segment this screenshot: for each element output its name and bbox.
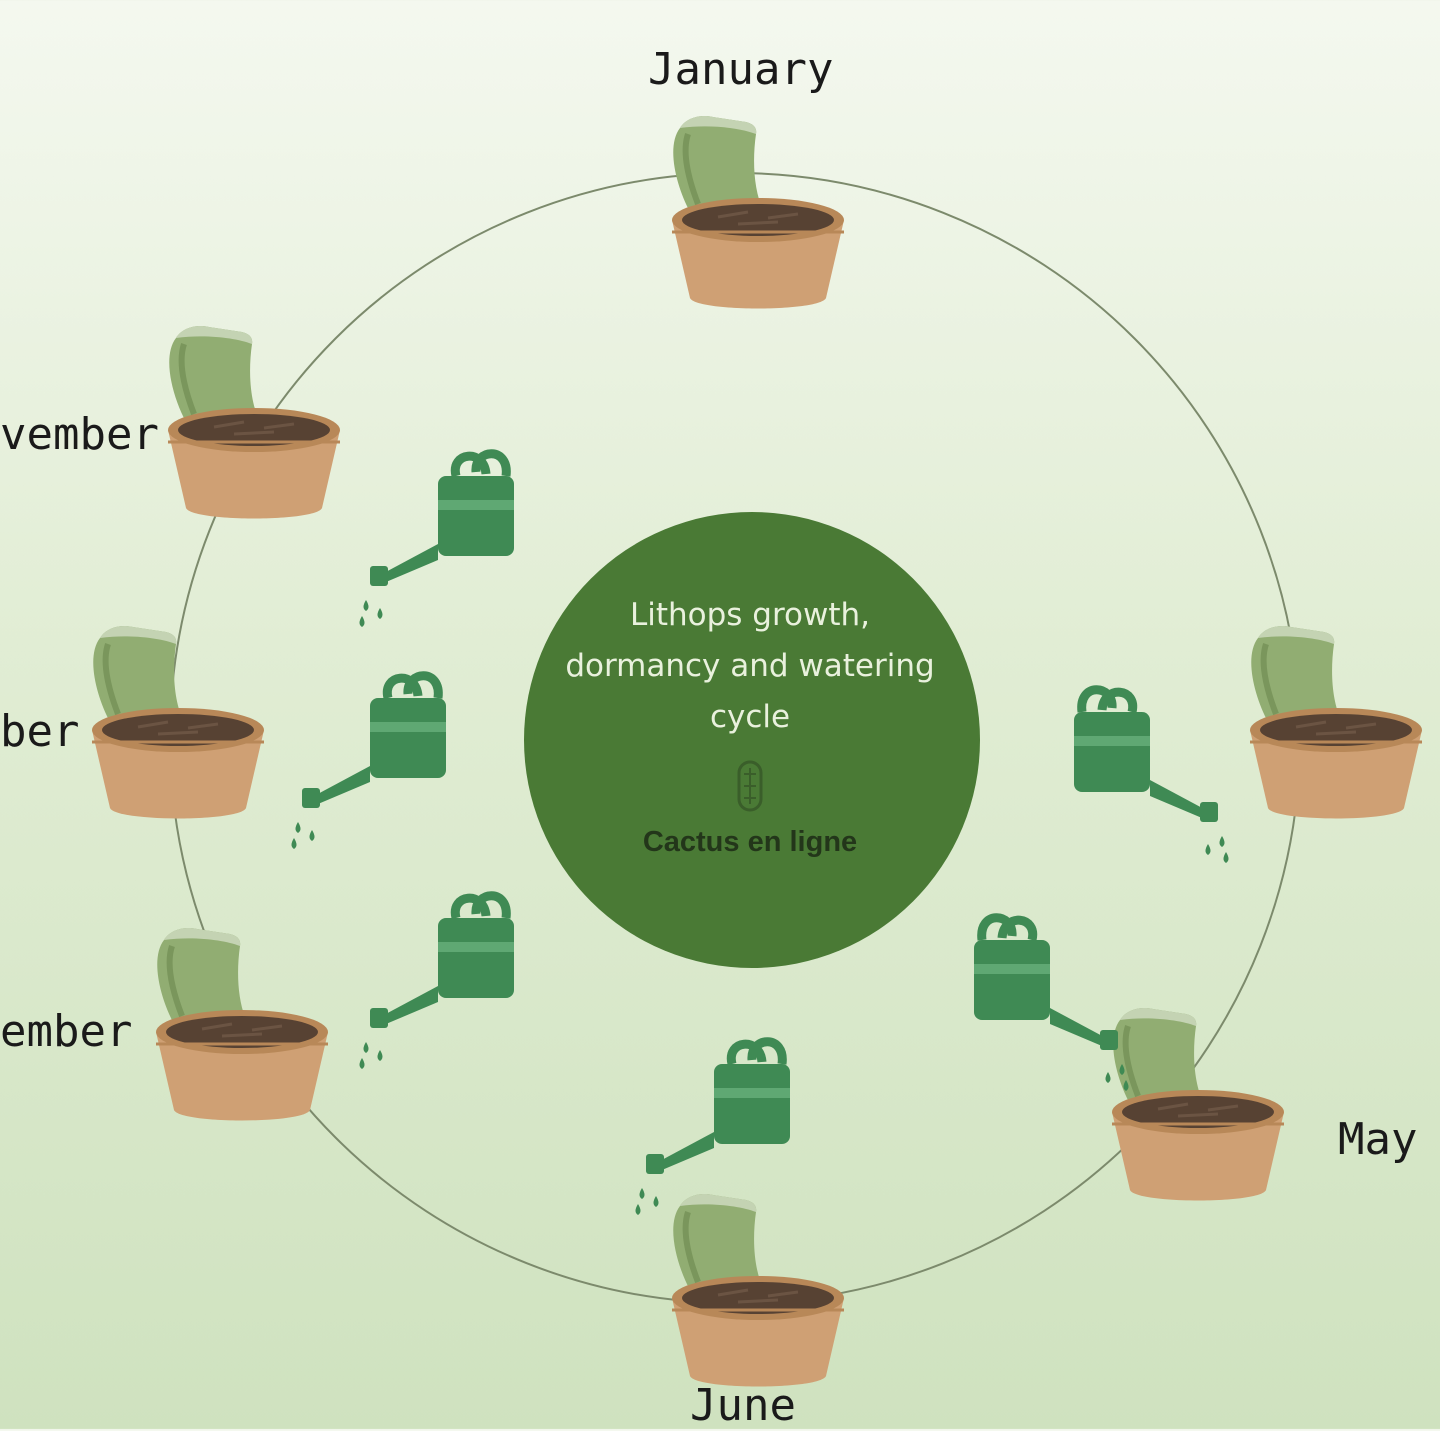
- watering-can-icon: [636, 1042, 791, 1215]
- watering-can-icon: [974, 918, 1129, 1091]
- center-circle: [524, 512, 980, 968]
- potted-lithops-icon: [168, 326, 340, 518]
- month-label-november: vember: [0, 409, 159, 460]
- month-label-january: January: [648, 44, 834, 95]
- watering-can-icon: [1074, 690, 1229, 863]
- month-label-may: May: [1338, 1114, 1418, 1165]
- watering-can-icon: [292, 676, 447, 849]
- month-label-september: ember: [0, 1006, 133, 1057]
- watering-can-icon: [360, 454, 515, 627]
- month-label-june: June: [690, 1380, 796, 1431]
- brand-label: Cactus en ligne: [642, 826, 858, 858]
- diagram-title: Lithops growth, dormancy and watering cy…: [565, 597, 935, 735]
- watering-can-icon: [360, 896, 515, 1069]
- potted-lithops-icon: [92, 626, 264, 818]
- potted-lithops-icon: [1112, 1008, 1284, 1200]
- potted-lithops-icon: [1250, 626, 1422, 818]
- potted-lithops-icon: [672, 116, 844, 308]
- month-label-october: ber: [0, 706, 80, 757]
- potted-lithops-icon: [156, 928, 328, 1120]
- cactus-icon: [737, 760, 763, 812]
- potted-lithops-icon: [672, 1194, 844, 1386]
